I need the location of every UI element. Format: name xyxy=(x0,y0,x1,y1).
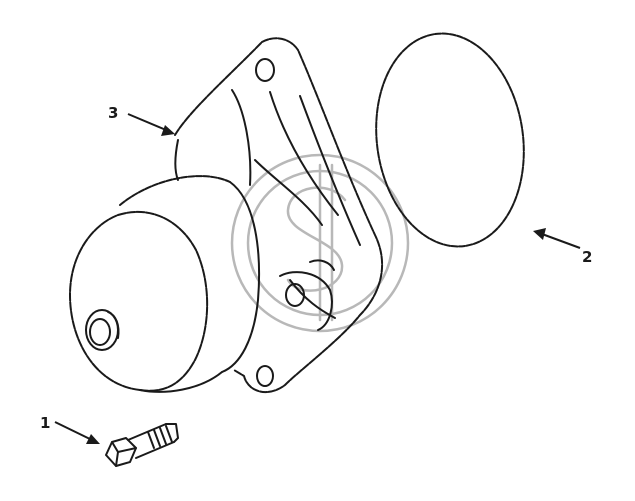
callout-label-3: 3 xyxy=(108,104,118,122)
bolt-part xyxy=(105,423,179,467)
leader-arrow-1 xyxy=(54,421,100,444)
callout-label-1: 1 xyxy=(40,414,50,432)
callout-label-2: 2 xyxy=(582,248,592,266)
leader-arrow-3 xyxy=(127,113,175,136)
pump-housing-part xyxy=(69,37,384,394)
gasket-part xyxy=(375,32,525,248)
leader-arrow-2 xyxy=(533,228,581,249)
